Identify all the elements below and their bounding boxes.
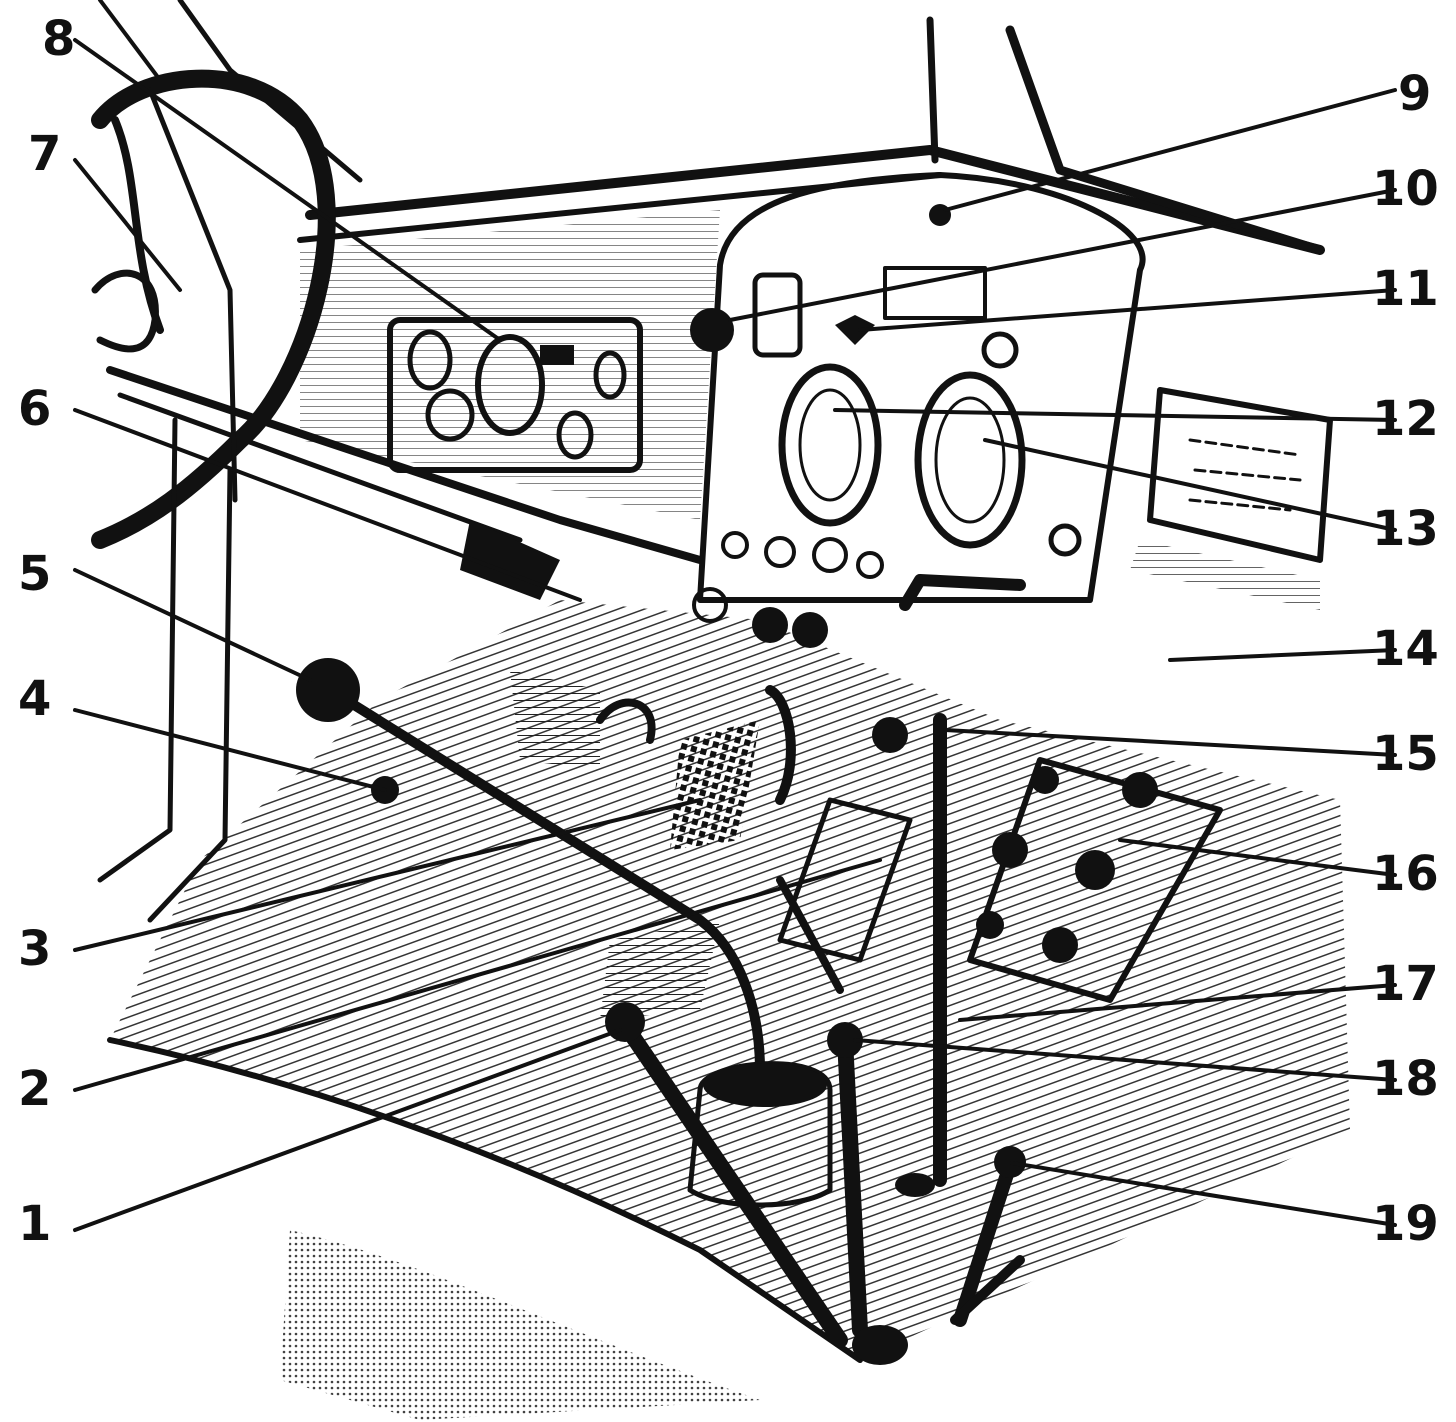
- callout-8: 8: [42, 11, 75, 67]
- callout-18: 18: [1372, 1051, 1439, 1107]
- callout-11: 11: [1372, 261, 1439, 317]
- steering-wheel: [91, 69, 336, 923]
- callout-19: 19: [1372, 1196, 1439, 1252]
- leader-lines: [73, 38, 1397, 1232]
- callout-12: 12: [1372, 391, 1439, 447]
- center-bracket: [371, 717, 913, 994]
- floor-hatch-plate: [967, 757, 1223, 1003]
- callout-numbers: 1 2 3 4 5 6 7 8 9 10 11 12 13 14 15 16 1…: [18, 11, 1439, 1252]
- gear-shift-lever: [296, 658, 833, 1208]
- callout-1: 1: [18, 1196, 51, 1252]
- callout-4: 4: [18, 671, 51, 727]
- dashboard: [106, 145, 1325, 600]
- callout-2: 2: [18, 1061, 51, 1117]
- callout-13: 13: [1372, 501, 1439, 557]
- callout-16: 16: [1372, 846, 1439, 902]
- central-console: [690, 172, 1146, 648]
- pedals: [510, 670, 796, 1020]
- right-info-plate: [1130, 387, 1333, 610]
- floor-levers: [605, 713, 1026, 1365]
- callout-9: 9: [1398, 66, 1431, 122]
- callout-15: 15: [1372, 726, 1439, 782]
- callout-10: 10: [1372, 161, 1439, 217]
- left-instrument-panel: [387, 317, 643, 473]
- callout-14: 14: [1372, 621, 1439, 677]
- callout-3: 3: [18, 921, 51, 977]
- callout-6: 6: [18, 381, 51, 437]
- callout-7: 7: [28, 126, 61, 182]
- callout-17: 17: [1372, 956, 1439, 1012]
- callout-5: 5: [18, 546, 51, 602]
- cab-floor: [107, 600, 1350, 1420]
